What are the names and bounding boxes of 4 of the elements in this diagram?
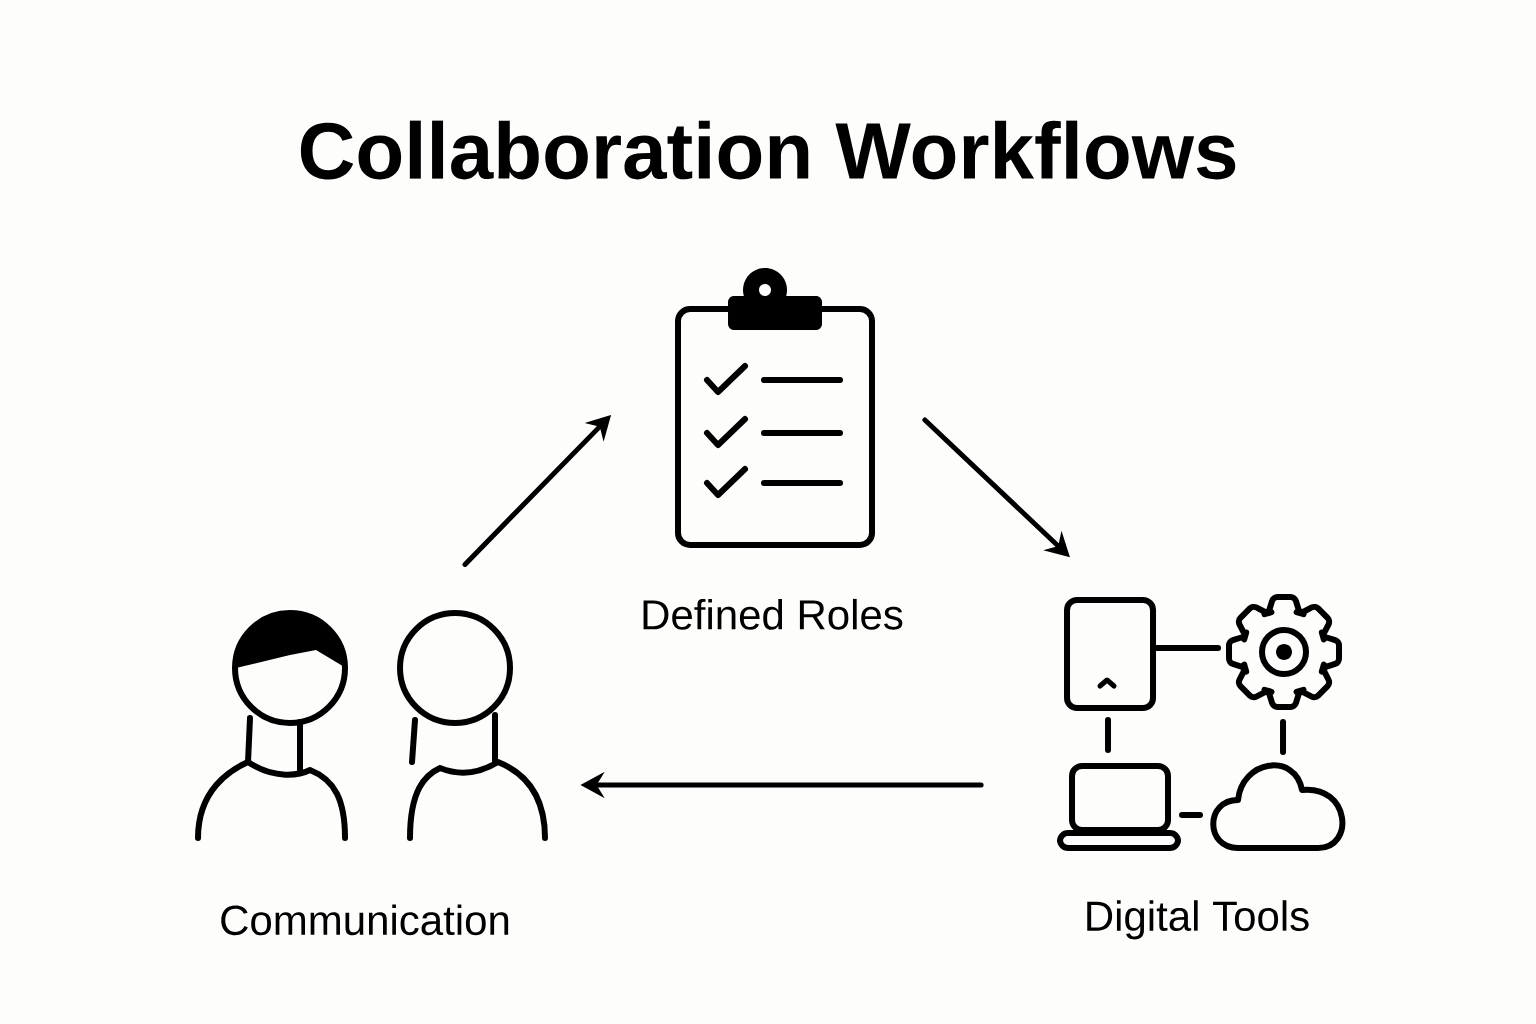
node-label: Communication <box>221 904 509 936</box>
node-label: Digital Tools <box>1087 900 1309 940</box>
node-label: Defined Roles <box>643 598 903 630</box>
title: Collaboration Workflows <box>300 120 1236 180</box>
